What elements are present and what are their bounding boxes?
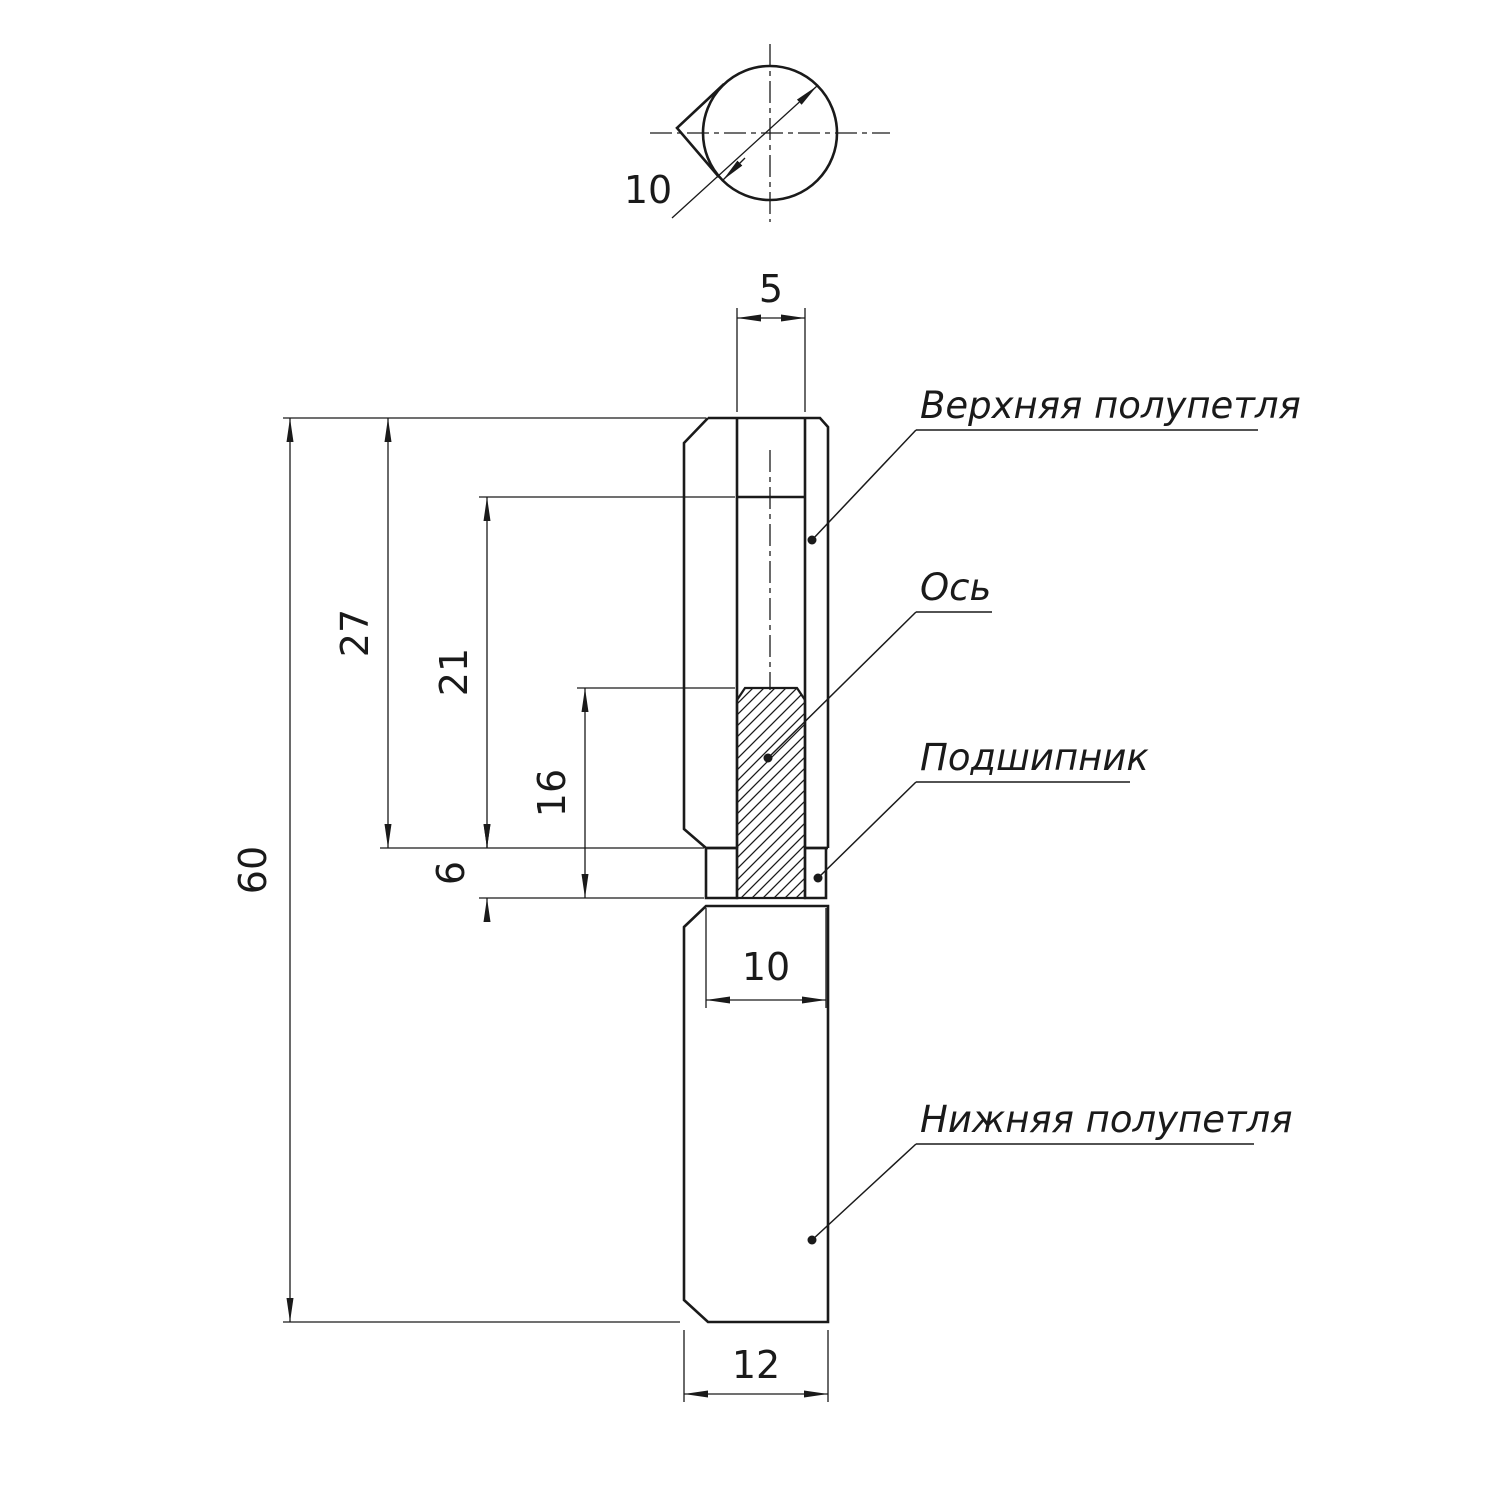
lower-half-leader-dot bbox=[807, 1235, 817, 1245]
bore-depth-value: 21 bbox=[432, 648, 476, 696]
diameter-dimension-leader bbox=[671, 85, 818, 219]
bearing-leader bbox=[817, 781, 917, 879]
top-view: 10 bbox=[624, 44, 890, 222]
bearing-label: Подшипник bbox=[920, 736, 1149, 779]
pin-circle bbox=[701, 64, 839, 202]
pin-length-value: 16 bbox=[530, 769, 574, 817]
bearing-left-block bbox=[704, 846, 739, 900]
callouts: Верхняя полупетля Ось Подшипник Нижняя п… bbox=[763, 384, 1301, 1245]
upper-half-leader-dot bbox=[807, 535, 817, 545]
lower-half-label: Нижняя полупетля bbox=[920, 1098, 1292, 1141]
bearing-right-block bbox=[803, 846, 828, 900]
lower-half-leader bbox=[811, 1143, 917, 1241]
dimensions: 60 27 21 16 6 5 10 12 bbox=[231, 267, 829, 1402]
pin-section-hatched bbox=[735, 686, 807, 900]
upper-half-label: Верхняя полупетля bbox=[920, 384, 1301, 427]
pin-leader-dot bbox=[763, 753, 773, 763]
extension-lines bbox=[283, 308, 829, 1402]
top-pin-diameter-value: 10 bbox=[624, 168, 672, 212]
upper-half-leader bbox=[811, 429, 917, 541]
lower-half-hinge-outline bbox=[682, 904, 830, 1324]
slot-width-value: 5 bbox=[759, 267, 783, 311]
pin-label: Ось bbox=[920, 566, 991, 609]
pin-beak-profile bbox=[675, 83, 725, 178]
body-width-value: 12 bbox=[732, 1343, 780, 1387]
upper-half-height-value: 27 bbox=[333, 609, 377, 657]
knuckle-bore-value: 10 bbox=[742, 945, 790, 989]
pin-leader bbox=[767, 611, 917, 759]
bearing-height-value: 6 bbox=[429, 861, 473, 885]
total-height-value: 60 bbox=[231, 846, 275, 894]
diameter-dimension-arrow bbox=[722, 157, 746, 181]
side-view bbox=[682, 416, 830, 1324]
bearing-leader-dot bbox=[813, 873, 823, 883]
